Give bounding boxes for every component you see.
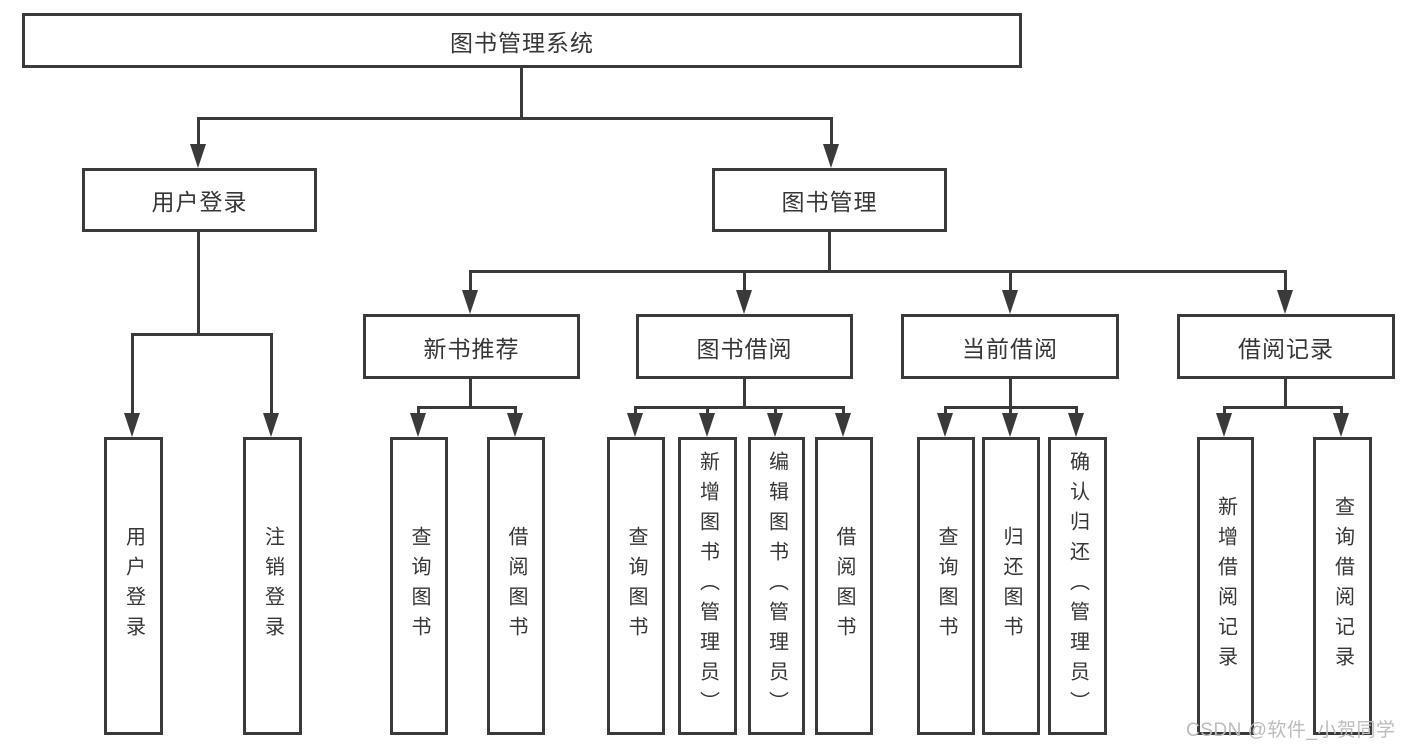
arrowhead-icon [263, 413, 279, 437]
arrowhead-icon [410, 413, 426, 437]
node-current-borrowing: 当前借阅 [901, 314, 1119, 379]
connector-segment [1284, 270, 1287, 292]
connector-segment [520, 68, 523, 119]
connector-segment [1009, 379, 1012, 408]
connector-segment [417, 406, 420, 415]
connector-segment [1223, 406, 1226, 415]
connector-segment [270, 333, 273, 415]
leaf-label: 借阅图书 [833, 526, 855, 646]
connector-segment [1009, 406, 1012, 415]
leaf-query-borrow-record: 查询借阅记录 [1313, 437, 1372, 735]
leaf-label: 编辑图书（管理员） [765, 451, 788, 721]
node-label: 新书推荐 [423, 335, 520, 362]
leaf-label: 借阅图书 [505, 526, 527, 646]
connector-segment [830, 117, 833, 147]
leaf-logout: 注销登录 [243, 437, 302, 735]
leaf-confirm-return-admin: 确认归还（管理员） [1048, 437, 1107, 735]
arrowhead-icon [1333, 413, 1349, 437]
connector-segment [131, 333, 273, 336]
arrowhead-icon [937, 413, 953, 437]
arrowhead-icon [1002, 290, 1018, 314]
arrowhead-icon [767, 413, 783, 437]
leaf-return-book: 归还图书 [982, 437, 1040, 735]
leaf-query-books-3: 查询图书 [917, 437, 975, 735]
connector-segment [743, 270, 746, 292]
node-label: 当前借阅 [962, 335, 1058, 362]
node-user-login-module: 用户登录 [82, 168, 317, 232]
arrowhead-icon [1002, 413, 1018, 437]
connector-segment [197, 117, 200, 147]
connector-segment [944, 406, 947, 415]
leaf-borrow-books-1: 借阅图书 [487, 437, 545, 735]
leaf-user-login: 用户登录 [104, 437, 163, 735]
connector-segment [469, 379, 472, 408]
arrowhead-icon [124, 413, 140, 437]
connector-segment [774, 406, 777, 415]
leaf-label: 查询图书 [935, 526, 957, 646]
connector-segment [514, 406, 517, 415]
arrowhead-icon [462, 290, 478, 314]
leaf-label: 查询图书 [408, 526, 430, 646]
node-book-management-module: 图书管理 [712, 168, 947, 232]
connector-segment [131, 333, 134, 415]
arrowhead-icon [627, 413, 643, 437]
leaf-add-book-admin: 新增图书（管理员） [678, 437, 737, 735]
leaf-query-books-1: 查询图书 [390, 437, 448, 735]
connector-segment [469, 270, 1287, 273]
arrowhead-icon [1277, 290, 1293, 314]
connector-segment [706, 406, 709, 415]
node-book-borrowing: 图书借阅 [636, 314, 853, 379]
csdn-watermark: CSDN @软件_小贺同学 [1186, 720, 1396, 741]
arrowhead-icon [190, 144, 206, 168]
connector-segment [1009, 270, 1012, 292]
connector-segment [1075, 406, 1078, 415]
arrowhead-icon [1068, 413, 1084, 437]
connector-segment [197, 117, 833, 120]
arrowhead-icon [507, 413, 523, 437]
leaf-borrow-books-2: 借阅图书 [815, 437, 873, 735]
connector-segment [417, 406, 517, 409]
arrowhead-icon [835, 413, 851, 437]
connector-segment [634, 406, 845, 409]
leaf-label: 用户登录 [122, 526, 145, 646]
leaf-label: 注销登录 [261, 526, 284, 646]
leaf-label: 查询图书 [625, 526, 647, 646]
arrowhead-icon [1216, 413, 1232, 437]
leaf-edit-book-admin: 编辑图书（管理员） [748, 437, 805, 735]
connector-segment [1284, 379, 1287, 408]
node-root-library-system: 图书管理系统 [22, 13, 1022, 68]
arrowhead-icon [736, 290, 752, 314]
connector-segment [1340, 406, 1343, 415]
connector-segment [828, 232, 831, 272]
leaf-label: 确认归还（管理员） [1066, 451, 1089, 721]
node-borrowing-records: 借阅记录 [1177, 314, 1395, 379]
leaf-label: 查询借阅记录 [1331, 496, 1354, 676]
node-label: 图书管理 [781, 189, 878, 215]
leaf-add-borrow-record: 新增借阅记录 [1197, 437, 1254, 735]
node-label: 借阅记录 [1238, 335, 1334, 362]
node-label: 图书借阅 [696, 335, 793, 362]
connector-segment [743, 379, 746, 408]
connector-segment [469, 270, 472, 292]
connector-segment [842, 406, 845, 415]
node-label: 用户登录 [151, 189, 248, 215]
leaf-label: 新增图书（管理员） [696, 451, 719, 721]
arrowhead-icon [699, 413, 715, 437]
leaf-label: 归还图书 [1000, 526, 1022, 646]
connector-segment [197, 232, 200, 336]
arrowhead-icon [823, 144, 839, 168]
leaf-label: 新增借阅记录 [1214, 496, 1237, 676]
node-new-book-recommend: 新书推荐 [363, 314, 580, 379]
node-label: 图书管理系统 [450, 29, 594, 56]
connector-segment [634, 406, 637, 415]
connector-segment [1223, 406, 1343, 409]
leaf-query-books-2: 查询图书 [607, 437, 665, 735]
